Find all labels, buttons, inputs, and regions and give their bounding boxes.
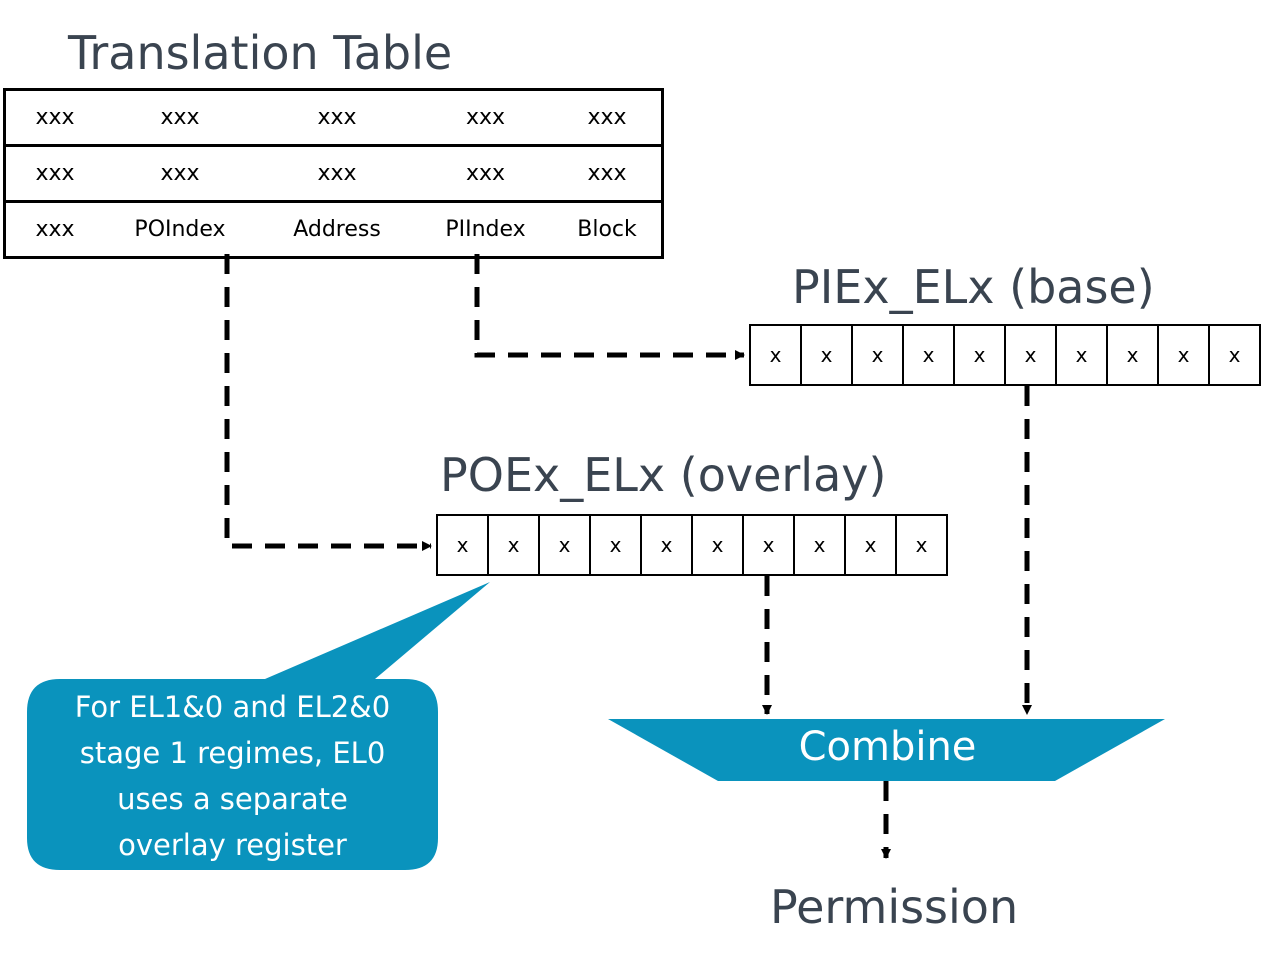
register-cell: x	[591, 516, 642, 574]
register-cell: x	[846, 516, 897, 574]
register-cell: x	[1228, 343, 1241, 367]
table-cell: xxx	[587, 105, 627, 130]
table-cell: xxx	[35, 217, 75, 242]
callout-line: overlay register	[118, 828, 347, 862]
register-cell: x	[802, 326, 853, 384]
block-field: Block	[577, 217, 637, 242]
callout-line: stage 1 regimes, EL0	[79, 736, 386, 770]
register-cell: x	[915, 533, 928, 557]
table-cell: xxx	[35, 161, 75, 186]
address-field: Address	[293, 217, 381, 242]
permission-label: Permission	[770, 880, 1019, 934]
register-cell: x	[540, 516, 591, 574]
table-cell: xxx	[465, 161, 506, 186]
translation-table-title: Translation Table	[68, 26, 453, 80]
register-cell: x	[489, 516, 540, 574]
register-cell: x	[904, 326, 955, 384]
register-cell: x	[438, 516, 489, 574]
pie-register-title: PIEx_ELx (base)	[792, 260, 1155, 314]
table-cell: xxx	[587, 161, 627, 186]
callout-text: For EL1&0 and EL2&0 stage 1 regimes, EL0…	[40, 684, 425, 868]
poindex-to-poe-arrow	[224, 254, 432, 551]
poe-register: x x x x x x x x x x	[436, 514, 948, 576]
register-cell: x	[853, 326, 904, 384]
table-row: xxx xxx xxx xxx xxx	[6, 147, 661, 203]
register-cell: x	[1057, 326, 1108, 384]
combine-shape	[608, 719, 1165, 781]
register-cell: x	[1159, 326, 1210, 384]
table-cell: xxx	[160, 105, 200, 130]
combine-label: Combine	[798, 724, 977, 770]
table-row: xxx POIndex Address PIIndex Block	[6, 203, 661, 256]
callout-bubble	[27, 582, 490, 870]
register-cell: x	[751, 326, 802, 384]
translation-table: xxx xxx xxx xxx xxx xxx xxx xxx xxx xxx …	[3, 88, 664, 259]
table-row: xxx xxx xxx xxx xxx	[6, 91, 661, 147]
register-cell: x	[642, 516, 693, 574]
register-cell: x	[1108, 326, 1159, 384]
poindex-field: POIndex	[134, 217, 226, 242]
register-cell: x	[744, 516, 795, 574]
piindex-field: PIIndex	[445, 217, 526, 242]
table-cell: xxx	[160, 161, 200, 186]
table-cell: xxx	[317, 161, 357, 186]
register-cell: x	[795, 516, 846, 574]
register-cell: x	[955, 326, 1006, 384]
register-cell: x	[1006, 326, 1057, 384]
callout-line: For EL1&0 and EL2&0	[74, 690, 391, 724]
callout-line: uses a separate	[117, 782, 348, 816]
table-cell: xxx	[35, 105, 75, 130]
pie-register: x x x x x x x x x x	[749, 324, 1261, 386]
table-cell: xxx	[465, 105, 506, 130]
piindex-to-pie-arrow	[474, 254, 745, 360]
poe-register-title: POEx_ELx (overlay)	[440, 448, 887, 502]
table-cell: xxx	[317, 105, 357, 130]
register-cell: x	[693, 516, 744, 574]
